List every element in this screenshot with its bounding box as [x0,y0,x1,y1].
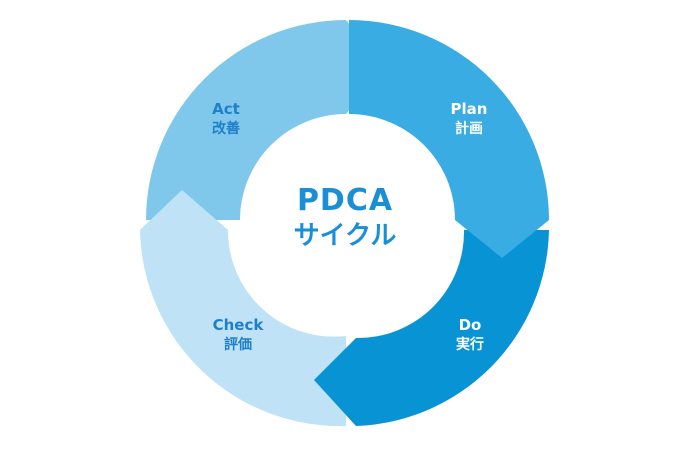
do-label: Do 実行 [410,316,530,354]
check-label-en: Check [212,316,264,334]
do-arrow-segment [314,230,549,426]
plan-label-en: Plan [450,100,488,118]
check-label-ja: 評価 [224,336,252,353]
act-arrow-segment [146,20,384,220]
act-label-ja: 改善 [212,120,240,137]
check-arrow-segment [140,190,346,427]
check-label: Check 評価 [178,316,298,354]
plan-label-ja: 計画 [455,120,483,137]
act-label: Act 改善 [166,100,286,138]
center-subtitle: サイクル [293,221,397,251]
do-label-en: Do [458,316,482,334]
center-title: PDCA [296,183,394,218]
plan-label: Plan 計画 [409,100,529,138]
center-title-block: PDCA サイクル [245,183,445,254]
plan-arrow-segment [349,20,549,258]
do-label-ja: 実行 [456,336,484,353]
act-label-en: Act [212,100,240,118]
